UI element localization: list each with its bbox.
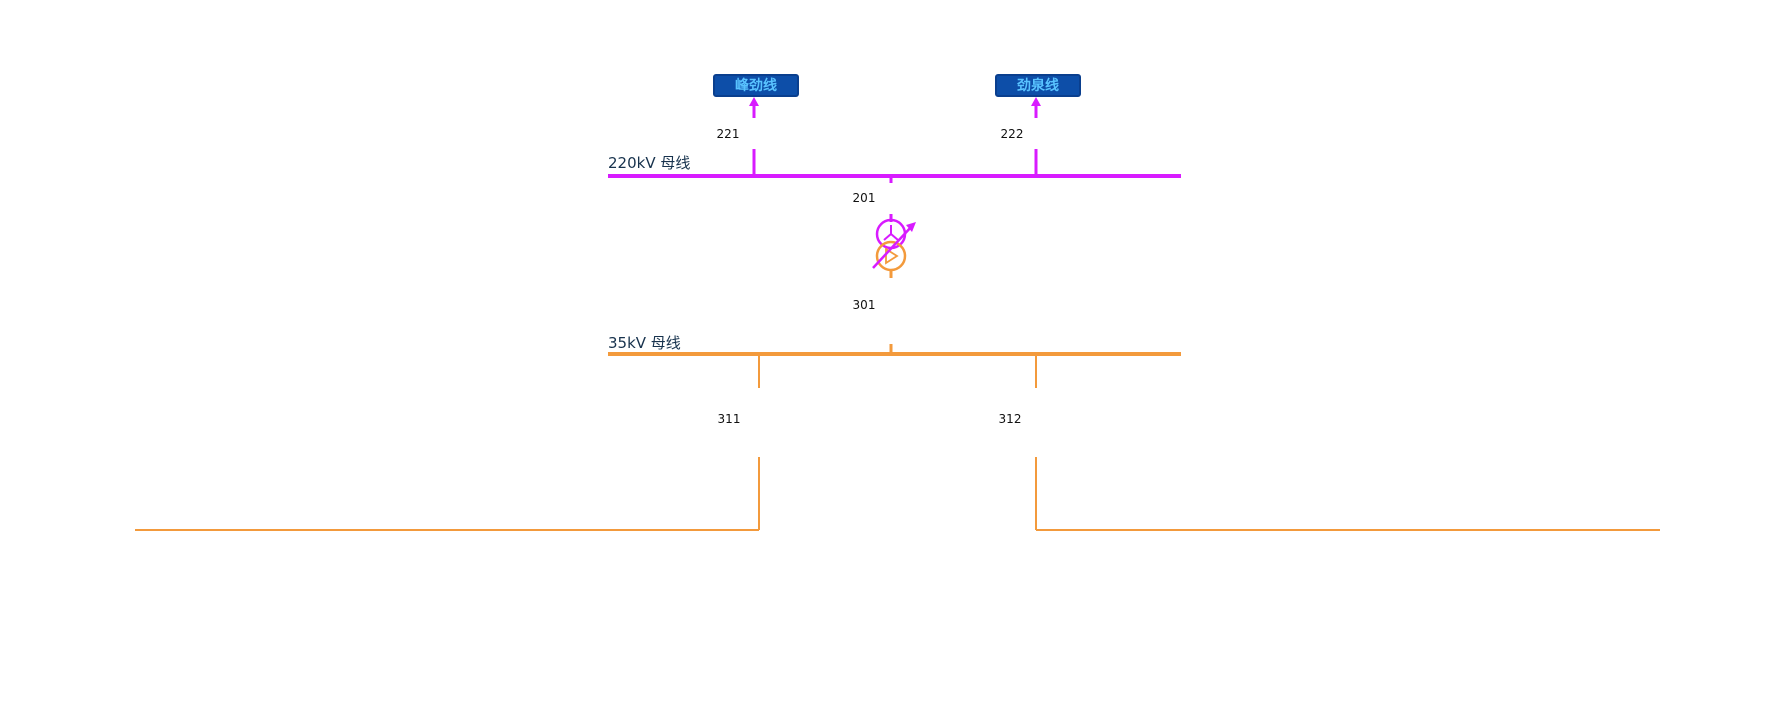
bus-35kv-label: 35kV 母线 bbox=[608, 334, 681, 352]
transformer-lower-symbol bbox=[885, 247, 899, 265]
switch-label-311: 311 bbox=[718, 412, 741, 426]
feeder-label-1: 峰劲线 bbox=[735, 77, 777, 94]
bus-220kv-label: 220kV 母线 bbox=[608, 154, 690, 172]
transformer-diagonal bbox=[872, 225, 913, 269]
switch-label-221: 221 bbox=[717, 127, 740, 141]
switch-label-222: 222 bbox=[1001, 127, 1024, 141]
switch-label-201: 201 bbox=[853, 191, 876, 205]
transformer-group: 201 301 bbox=[853, 176, 916, 354]
feeder-box-1[interactable] bbox=[713, 74, 799, 97]
transformer-lower-winding[interactable] bbox=[875, 240, 907, 272]
transformer-upper-symbol-left bbox=[883, 233, 892, 241]
transformer-upper-symbol-right bbox=[890, 233, 899, 241]
feeder-arrow-head-1 bbox=[749, 97, 759, 106]
feeder-group-1: 峰劲线 221 bbox=[713, 74, 799, 176]
transformer-diagonal-arrowhead bbox=[906, 222, 916, 232]
lower-branch-right: 312 bbox=[999, 354, 1660, 531]
switch-label-301: 301 bbox=[853, 298, 876, 312]
feeder-group-2: 劲泉线 222 bbox=[995, 74, 1081, 176]
feeder-label-2: 劲泉线 bbox=[1016, 77, 1059, 94]
feeder-box-2[interactable] bbox=[995, 74, 1081, 97]
feeder-arrow-head-2 bbox=[1031, 97, 1041, 106]
lower-branch-left: 311 bbox=[135, 354, 760, 531]
switch-label-312: 312 bbox=[999, 412, 1022, 426]
